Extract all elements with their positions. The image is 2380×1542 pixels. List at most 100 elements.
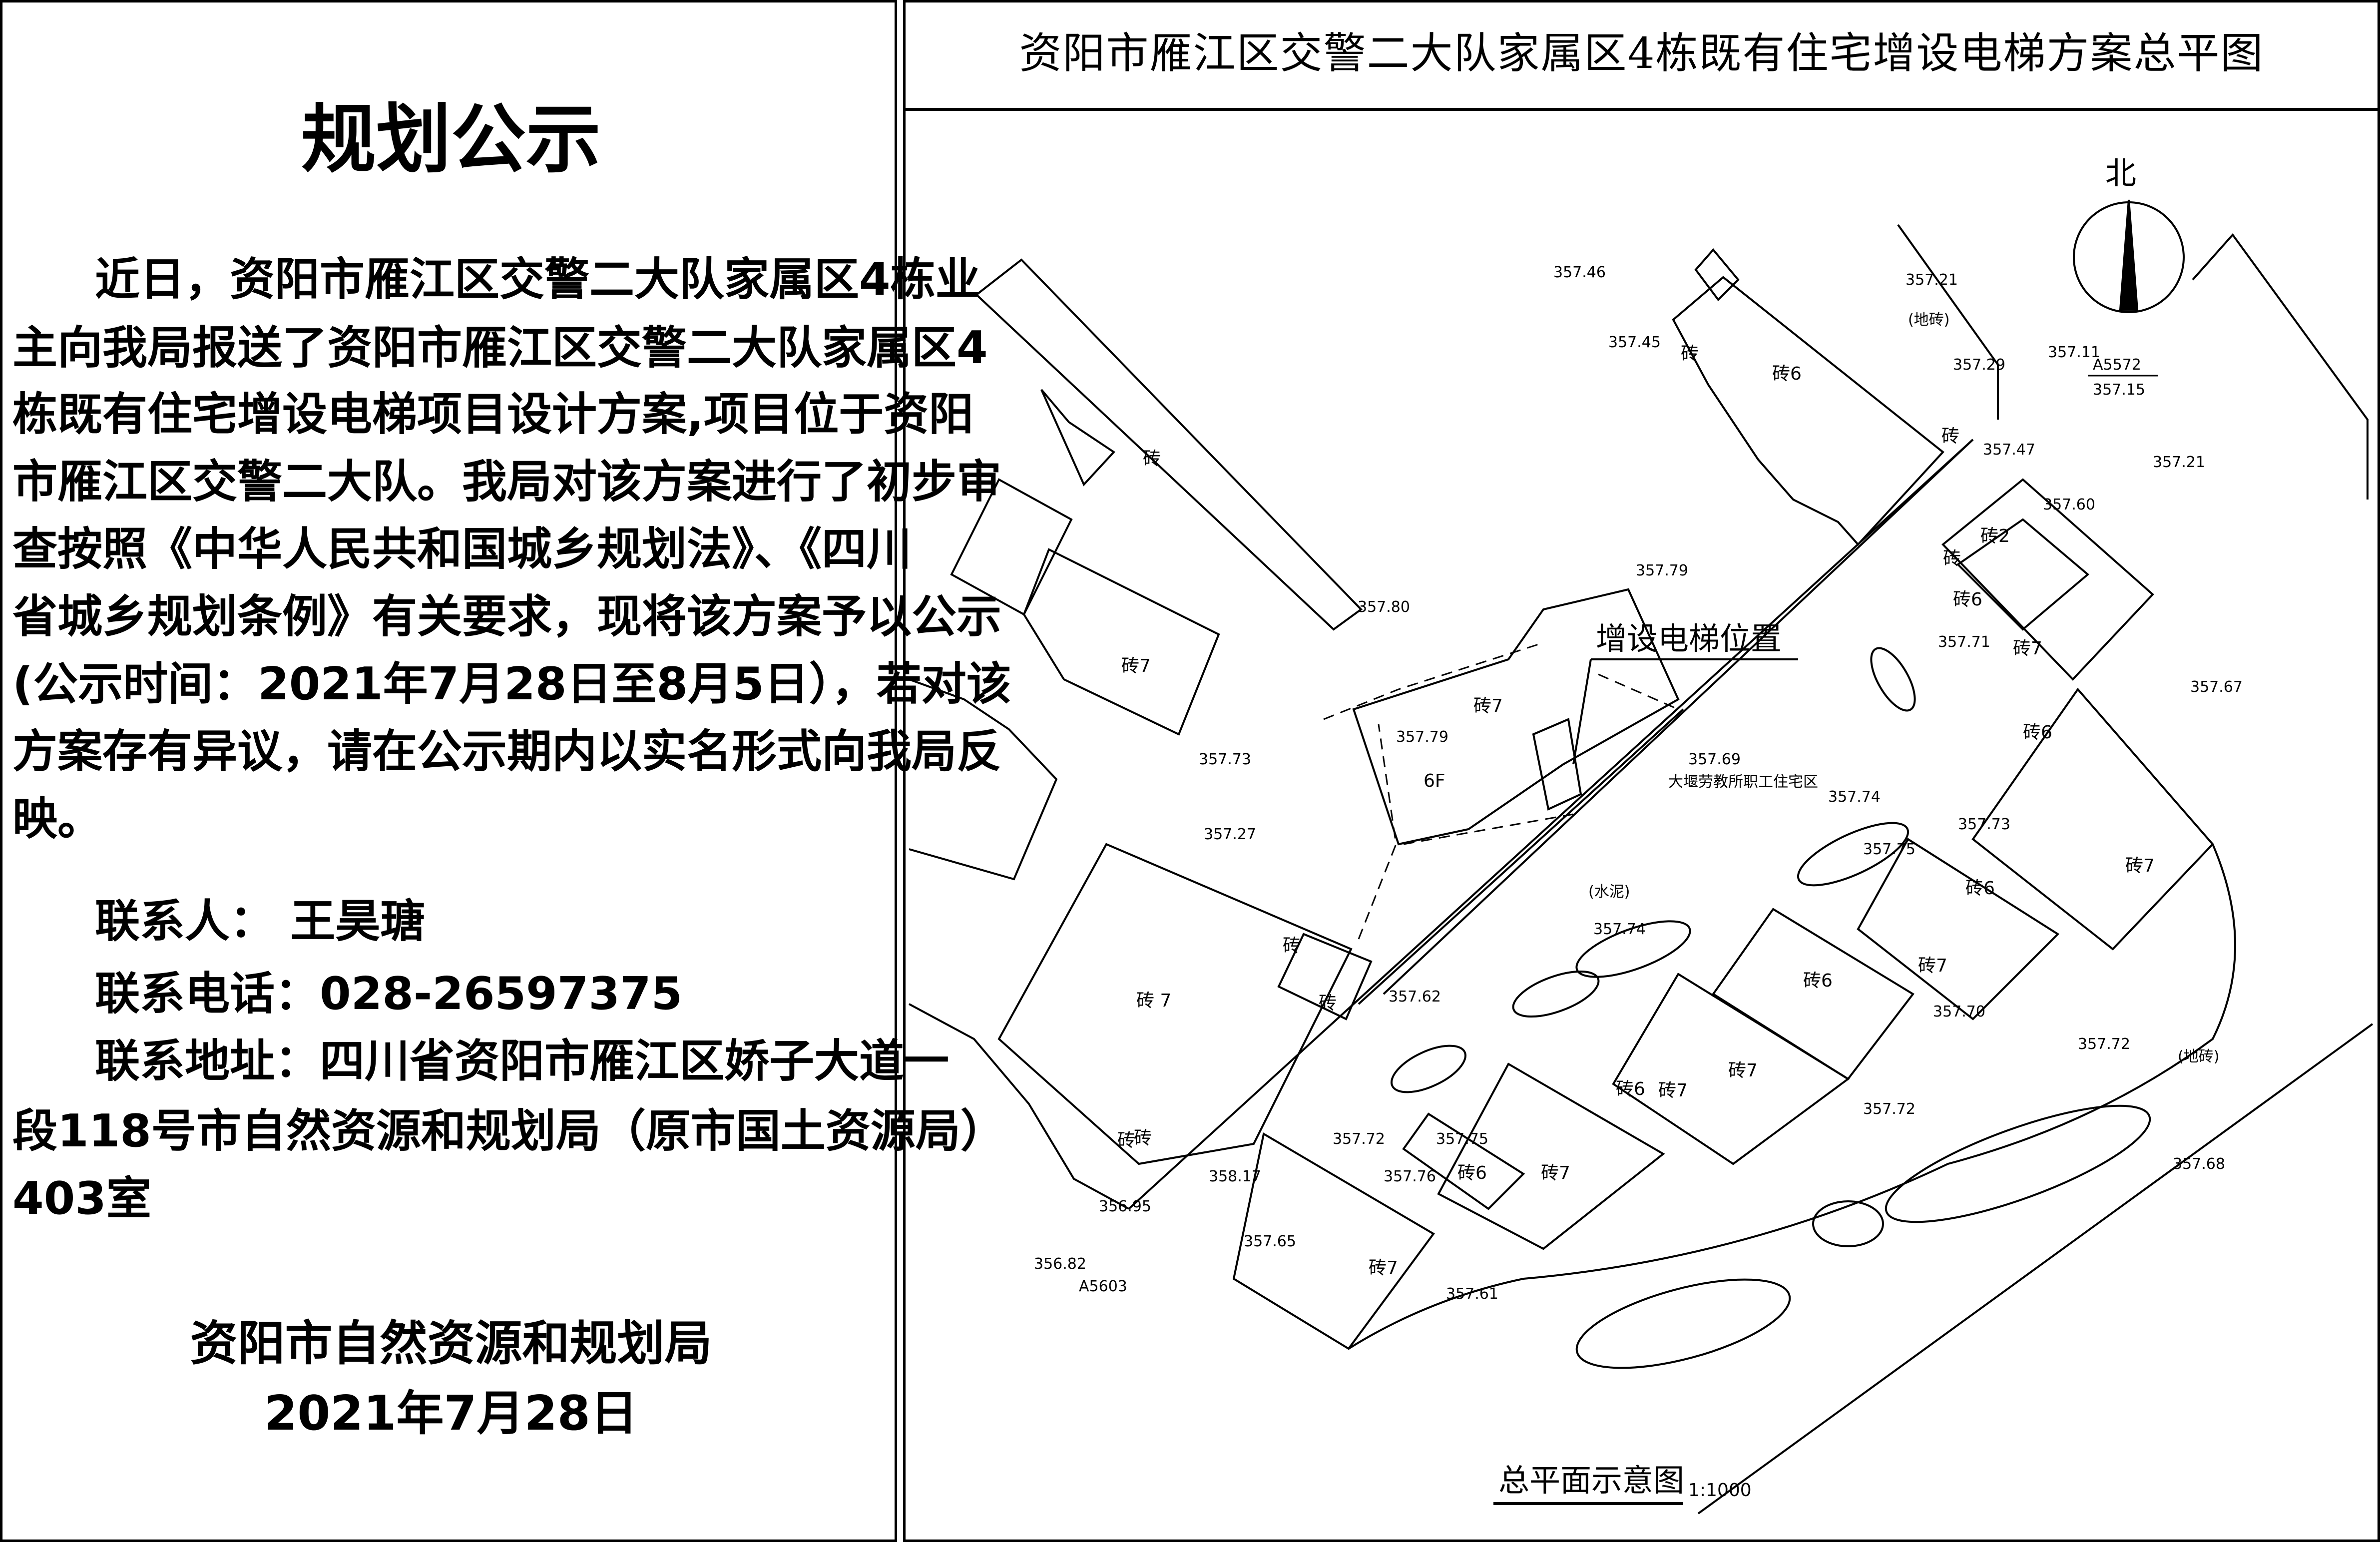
notice-body-line: 查按照《中华人民共和国城乡规划法》、《四川: [12, 523, 912, 575]
dashed-boundary: [1403, 813, 1574, 845]
planting-bed: [1885, 1104, 2151, 1223]
building-outline: [974, 258, 1363, 631]
elevation-label: 357.21: [2153, 454, 2205, 471]
elevation-label: 357.72: [1863, 1100, 1915, 1118]
building-outline: [1040, 389, 1116, 487]
elevation-label: 357.69: [1688, 751, 1741, 768]
building-label: 砖6: [1772, 364, 1802, 384]
elevation-label: 357.74: [1593, 921, 1646, 938]
building-label: 砖7: [1541, 1163, 1570, 1183]
elevation-label: 357.11: [2048, 344, 2100, 361]
road-line: [1358, 708, 1684, 1005]
elevation-label: 357.73: [1958, 816, 2010, 833]
planting-bed: [1512, 970, 1600, 1018]
elevation-label: 357.70: [1933, 1003, 1985, 1021]
notice-body-line: 主向我局报送了资阳市雁江区交警二大队家属区4: [12, 322, 988, 374]
building-label: 砖: [1143, 449, 1161, 469]
building-label: 砖: [1943, 548, 1961, 569]
elevation-label: 357.80: [1358, 598, 1410, 616]
building-outline: [1971, 687, 2214, 951]
building-outline: [1277, 933, 1373, 1021]
elevation-label: 357.79: [1636, 562, 1688, 579]
elevation-label: 357.65: [1244, 1233, 1296, 1250]
building-outline: [1612, 973, 1850, 1165]
elevation-label: 357.76: [1384, 1168, 1436, 1185]
elevation-label: 357.73: [1199, 751, 1251, 768]
elevation-label: 357.45: [1608, 334, 1661, 351]
building-outline: [1022, 548, 1220, 736]
plan-caption: 总平面示意图: [1498, 1462, 1684, 1499]
notice-body-line: 映。: [12, 793, 102, 845]
planting-bed: [1575, 1278, 1791, 1369]
planting-bed: [1812, 1200, 1884, 1247]
site-plan-map: 增设电梯位置 北 大堰劳教所职工住宅区 砖6 砖 砖 砖 砖7 砖7 6F 砖 …: [909, 155, 2374, 1515]
plan-scale: 1:1000: [1688, 1480, 1752, 1501]
material-label: (地砖): [2178, 1048, 2219, 1065]
agency-name: 资阳市自然资源和规划局: [190, 1316, 712, 1371]
contact-address: 段118号市自然资源和规划局（原市国土资源局）: [12, 1105, 1005, 1157]
road-outline: [909, 1003, 1129, 1210]
building-outline: [1712, 908, 1914, 1080]
contact-phone: 联系电话：028-26597375: [95, 968, 683, 1020]
road-line: [1897, 224, 1999, 420]
building-label: 砖 7: [1136, 991, 1171, 1011]
building-label: 砖: [1283, 936, 1301, 956]
building-outline: [1352, 588, 1680, 846]
building-outline: [1402, 1112, 1525, 1210]
road-line: [1383, 439, 1974, 995]
elevator-site: [1532, 718, 1582, 811]
planting-bed: [1391, 1044, 1466, 1093]
notice-body-line: 近日，资阳市雁江区交警二大队家属区4栋业: [95, 253, 980, 306]
survey-point-label: A5572: [2093, 356, 2141, 374]
building-label: 砖6: [1953, 589, 1982, 610]
planting-bed: [1797, 822, 1909, 887]
planting-bed: [1575, 920, 1691, 978]
dashed-boundary: [1598, 673, 1679, 710]
building-label: 砖6: [1616, 1079, 1645, 1099]
building-outline: [1941, 478, 2154, 681]
elevation-label: 357.74: [1828, 788, 1881, 806]
road-outline: [1348, 844, 2236, 1350]
elevation-label: 357.62: [1389, 988, 1441, 1006]
elevation-label: 357.75: [1436, 1130, 1488, 1148]
district-label: 大堰劳教所职工住宅区: [1668, 773, 1818, 791]
elevator-leader-line: [1572, 659, 1592, 765]
elevation-label: 357.72: [1333, 1130, 1385, 1148]
planting-bed: [1870, 647, 1916, 712]
north-arrow-icon: [2119, 199, 2139, 311]
building-label: 砖7: [1658, 1080, 1688, 1101]
contact-address: 403室: [12, 1172, 151, 1225]
notice-title: 规划公示: [301, 96, 601, 183]
building-label: 砖7: [1728, 1060, 1758, 1081]
elevation-label: 357.27: [1204, 826, 1256, 843]
north-label: 北: [2105, 155, 2136, 191]
building-label: 砖: [1319, 993, 1337, 1014]
dashed-boundary: [1323, 643, 1539, 720]
building-label: 砖6: [1803, 971, 1833, 991]
building-label: 砖7: [2125, 856, 2155, 876]
plan-panel: [903, 0, 2380, 1542]
survey-point-label: 357.15: [2093, 381, 2145, 399]
elevation-label: 357.79: [1396, 728, 1448, 746]
contact-person: 联系人： 王昊瑭: [95, 895, 426, 948]
notice-date: 2021年7月28日: [264, 1386, 638, 1441]
building-label: 砖7: [2013, 638, 2042, 659]
road-outline: [909, 678, 1058, 881]
notice-body-line: 方案存有异议，请在公示期内以实名形式向我局反: [12, 725, 1001, 778]
road-line: [2192, 233, 2369, 500]
building-label: 砖7: [1369, 1258, 1398, 1278]
building-label: 砖: [1134, 1128, 1152, 1148]
elevation-label: 357.71: [1938, 633, 1990, 651]
dashed-boundary: [1358, 724, 1397, 940]
material-label: (水泥): [1588, 883, 1630, 901]
building-outline: [1694, 248, 1740, 302]
building-outline: [1857, 838, 2060, 1021]
plan-title: 资阳市雁江区交警二大队家属区4栋既有住宅增设电梯方案总平图: [1019, 29, 2264, 78]
building-label: 砖2: [1980, 526, 2010, 546]
building-label: 6F: [1424, 771, 1445, 791]
road-line: [1697, 1023, 2374, 1515]
elevation-label: 356.95: [1099, 1198, 1151, 1215]
elevation-label: 357.72: [2078, 1035, 2130, 1053]
building-label: 砖: [1681, 344, 1699, 364]
elevation-label: 357.60: [2043, 496, 2095, 514]
